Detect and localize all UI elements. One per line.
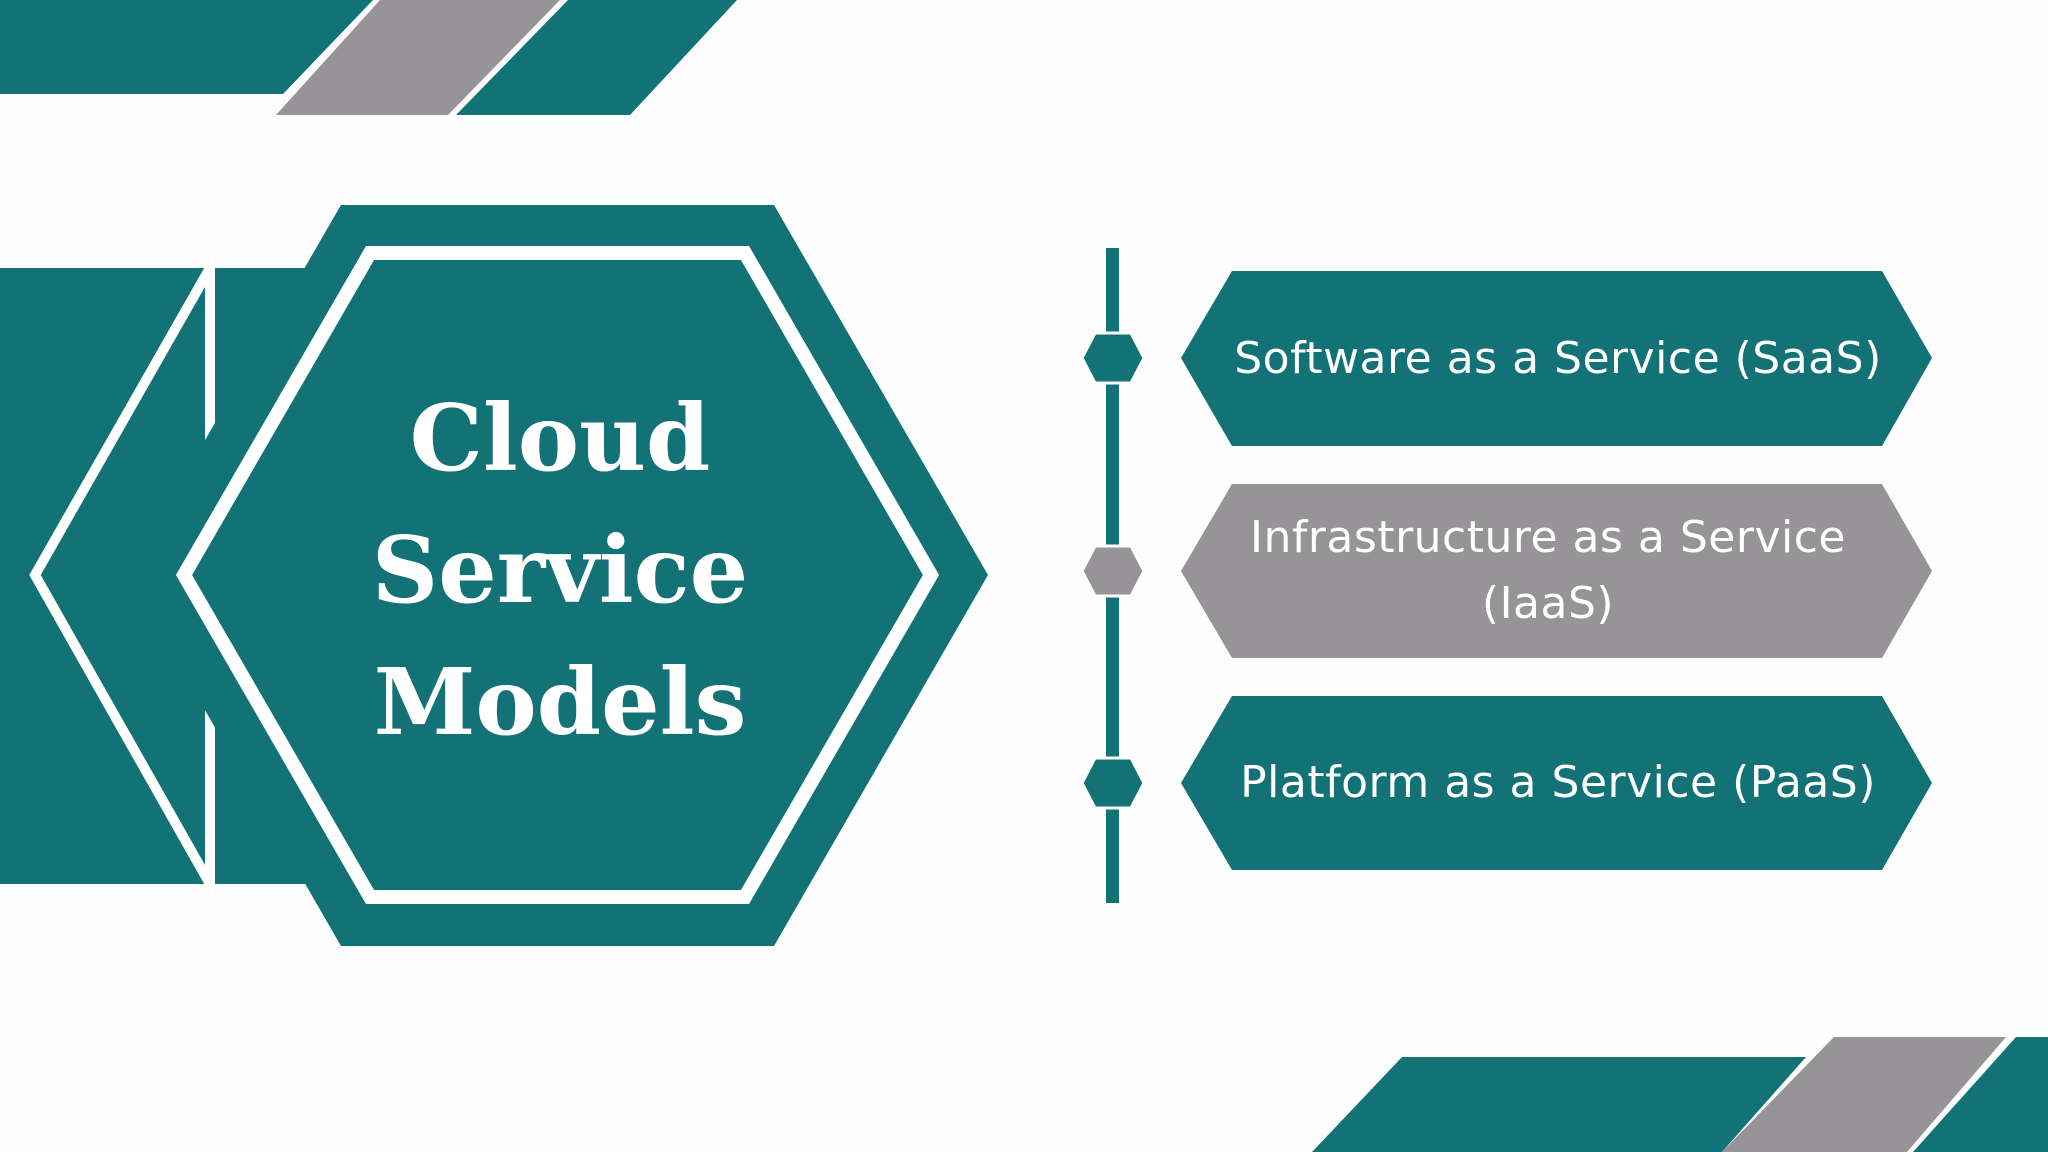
bottom-band-teal (1312, 1057, 1806, 1152)
timeline-node-3 (1080, 756, 1146, 810)
top-stripe-teal (456, 0, 737, 115)
iaas-label: Infrastructure as a Service (IaaS) (1249, 512, 1846, 629)
outer-hexagon (127, 205, 988, 946)
iaas-shape (1181, 484, 1932, 658)
title-line-cloud: Cloud (409, 384, 711, 492)
saas-shape (1181, 271, 1932, 446)
bottom-stripe-gray (1722, 1037, 2006, 1152)
timeline-node-2 (1080, 544, 1146, 598)
hexagon-white-ring (175, 246, 940, 904)
title-line-models: Models (373, 648, 747, 756)
title-line-service: Service (371, 516, 749, 624)
paas-label: Platform as a Service (PaaS) (1240, 757, 1876, 808)
paas-shape (1181, 696, 1932, 870)
top-stripe-gray (276, 0, 560, 115)
bottom-stripe-teal (1913, 1037, 2048, 1152)
top-band-teal (0, 0, 373, 94)
timeline-node-1 (1080, 331, 1146, 385)
diagram-title: Cloud Service Models (360, 380, 760, 760)
saas-label: Software as a Service (SaaS) (1234, 332, 1882, 384)
